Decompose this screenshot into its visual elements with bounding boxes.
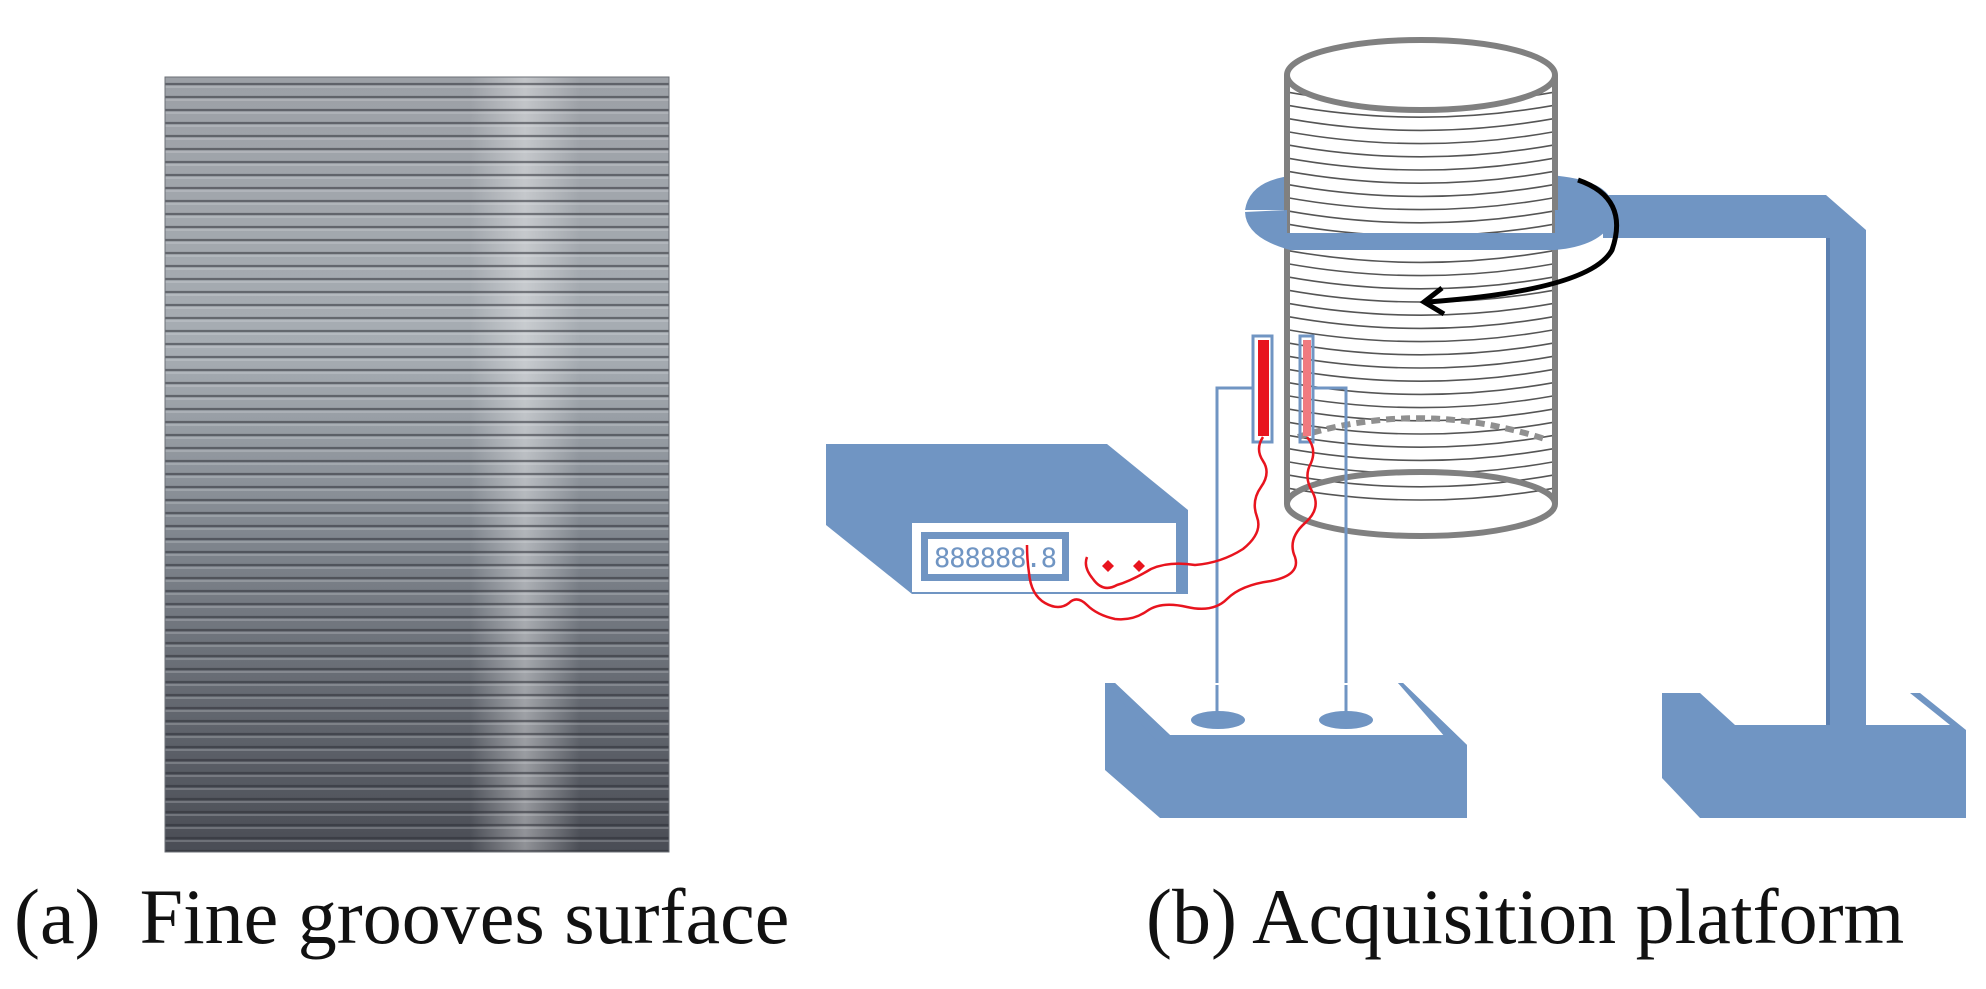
support-stand: [1603, 195, 1966, 818]
sensor-probe: [1258, 340, 1269, 436]
sensor-base: [1105, 683, 1467, 818]
cylinder-groove: [1287, 276, 1555, 290]
grooved-cylinder: [1284, 37, 1558, 539]
cylinder-groove: [1287, 355, 1555, 369]
cylinder-groove: [1287, 368, 1555, 382]
cylinder-groove: [1287, 249, 1555, 264]
cylinder-groove: [1287, 342, 1555, 356]
acquisition-instrument: 888888.8: [826, 444, 1188, 594]
cylinder-groove: [1287, 315, 1555, 330]
cylinder-groove: [1287, 196, 1555, 211]
input-terminal: [1102, 560, 1114, 572]
grooved-surface-photo: [164, 76, 670, 853]
cylinder-groove: [1287, 487, 1555, 501]
cylinder-groove: [1287, 421, 1555, 435]
cylinder-groove: [1287, 183, 1555, 198]
collar-front: [1245, 210, 1612, 250]
cylinder-groove: [1287, 262, 1555, 277]
cylinder-groove: [1287, 210, 1555, 224]
cylinder-groove: [1287, 328, 1555, 343]
sensor-probe-reflection: [1303, 340, 1311, 436]
cylinder-groove: [1287, 144, 1555, 158]
cylinder-groove: [1287, 157, 1555, 171]
cylinder-groove: [1287, 434, 1555, 448]
display-readout: 888888.8: [934, 543, 1056, 574]
signal-wires: [1025, 436, 1317, 621]
input-terminal: [1133, 560, 1145, 572]
acquisition-platform-diagram: 888888.8: [826, 37, 1966, 818]
caption-b: (b) Acquisition platform: [1146, 873, 1905, 960]
cylinder-groove: [1287, 170, 1555, 184]
cylinder-groove: [1287, 447, 1555, 462]
rotation-arrow: [1419, 177, 1619, 317]
cylinder-groove: [1287, 130, 1555, 145]
cylinder-groove: [1287, 117, 1555, 132]
caption-a: (a) Fine grooves surface: [14, 873, 790, 960]
cylinder-groove: [1287, 394, 1555, 409]
cylinder-groove: [1287, 104, 1555, 118]
cylinder-groove: [1287, 302, 1555, 316]
sensor-holder: [1215, 334, 1348, 687]
